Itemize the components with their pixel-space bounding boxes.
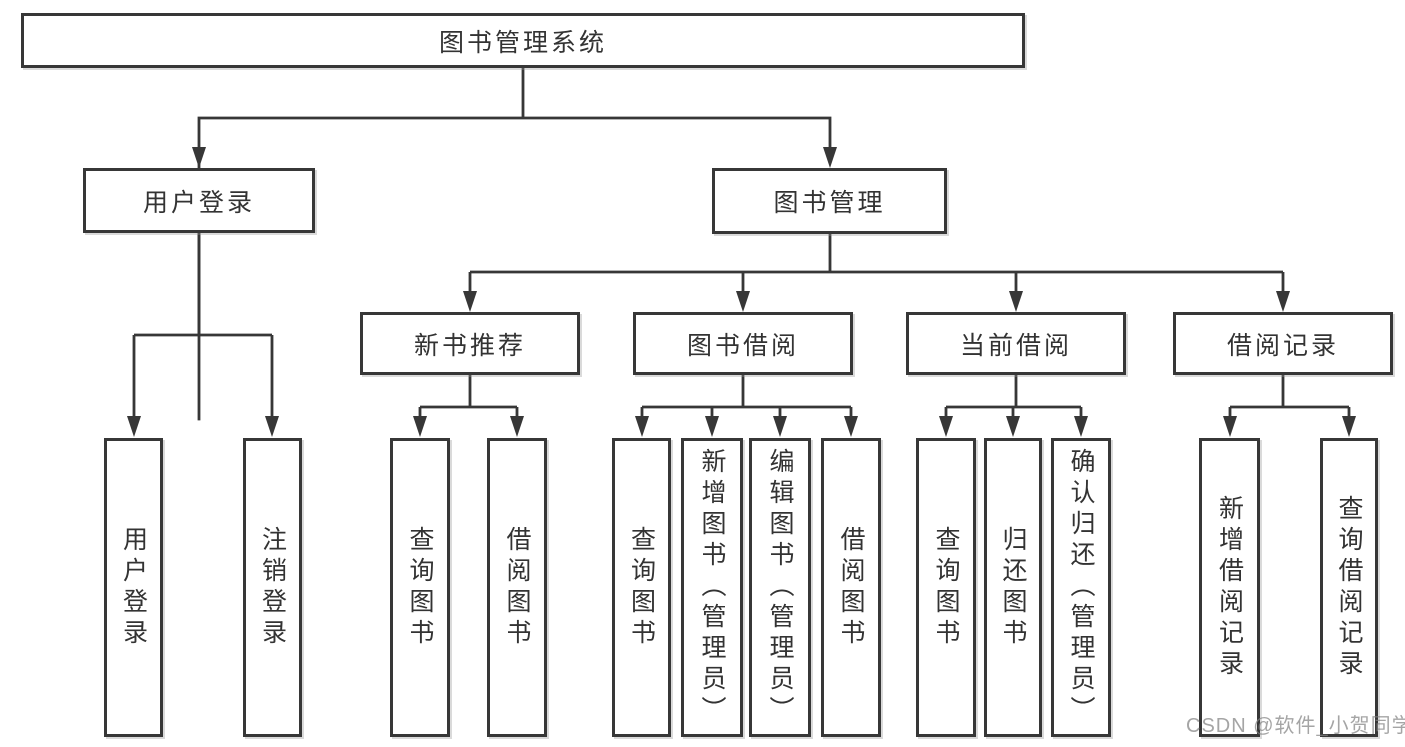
arrow-icon [635,416,649,437]
arrow-icon [823,147,837,168]
node-borrow-records: 借阅记录 [1173,312,1393,375]
leaf-current-confirm-return-label: 确认归还（管理员） [1067,448,1095,727]
arrow-icon [773,416,787,437]
leaf-bookborrow-edit-label: 编辑图书（管理员） [766,448,794,727]
leaf-records-query-label: 查询借阅记录 [1335,494,1363,681]
node-book-management-label: 图书管理 [773,189,886,217]
arrow-icon [1006,416,1020,437]
edge-root-to-l2 [197,66,832,421]
leaf-bookborrow-add-label: 新增图书（管理员） [698,448,726,727]
arrow-icon [705,416,719,437]
leaf-current-return: 归还图书 [984,438,1042,737]
node-book-management: 图书管理 [712,168,947,234]
node-borrow-records-label: 借阅记录 [1226,331,1339,360]
leaf-bookborrow-borrow: 借阅图书 [821,438,881,737]
leaf-bookborrow-edit: 编辑图书（管理员） [749,438,811,737]
leaf-newbooks-borrow: 借阅图书 [487,438,547,737]
arrowheads [127,147,1356,437]
arrow-icon [939,416,953,437]
leaf-newbooks-borrow-label: 借阅图书 [503,525,531,650]
edge-bookmgmt-to-l3 [468,234,1285,294]
node-user-login: 用户登录 [83,168,315,233]
arrow-icon [1342,416,1356,437]
leaf-newbooks-query: 查询图书 [390,438,450,737]
edge-currentborrow-group [944,375,1083,419]
arrow-icon [192,147,206,168]
arrow-icon [736,291,750,312]
arrow-icon [1223,416,1237,437]
node-new-book-recommend: 新书推荐 [360,312,580,375]
arrow-icon [265,416,279,437]
leaf-current-return-label: 归还图书 [999,525,1027,650]
leaf-records-add-label: 新增借阅记录 [1215,494,1244,681]
arrow-icon [844,416,858,437]
leaf-bookborrow-query: 查询图书 [612,438,671,737]
leaf-logout-label: 注销登录 [258,525,287,650]
edge-borrowrecords-group [1228,375,1351,419]
leaf-user-login: 用户登录 [104,438,163,737]
arrow-icon [1276,291,1290,312]
node-book-borrow-label: 图书借阅 [686,331,799,360]
leaf-bookborrow-add: 新增图书（管理员） [681,438,743,737]
arrow-icon [463,291,477,312]
node-root: 图书管理系统 [21,13,1025,68]
edge-bookborrow-group [640,375,853,419]
leaf-newbooks-query-label: 查询图书 [406,525,434,650]
connector-segments [132,66,1351,421]
leaf-logout: 注销登录 [243,438,302,737]
node-user-login-label: 用户登录 [142,188,255,217]
arrow-icon [1074,416,1088,437]
arrow-icon [1009,291,1023,312]
node-new-book-recommend-label: 新书推荐 [413,331,526,360]
csdn-watermark: CSDN @软件_小贺同学 [1186,715,1405,737]
node-current-borrow-label: 当前借阅 [959,331,1072,360]
arrow-icon [413,416,427,437]
arrow-icon [510,416,524,437]
leaf-records-query: 查询借阅记录 [1320,438,1378,737]
node-root-label: 图书管理系统 [438,28,607,57]
edge-userlogin-group [132,233,274,419]
leaf-current-query: 查询图书 [916,438,976,737]
node-current-borrow: 当前借阅 [906,312,1126,375]
leaf-current-query-label: 查询图书 [932,525,960,650]
edge-newbooks-group [418,375,519,419]
leaf-current-confirm-return: 确认归还（管理员） [1051,438,1111,737]
leaf-bookborrow-borrow-label: 借阅图书 [837,525,865,650]
leaf-user-login-label: 用户登录 [119,525,148,650]
arrow-icon [127,416,141,437]
leaf-records-add: 新增借阅记录 [1199,438,1260,737]
node-book-borrow: 图书借阅 [633,312,853,375]
leaf-bookborrow-query-label: 查询图书 [627,525,656,650]
